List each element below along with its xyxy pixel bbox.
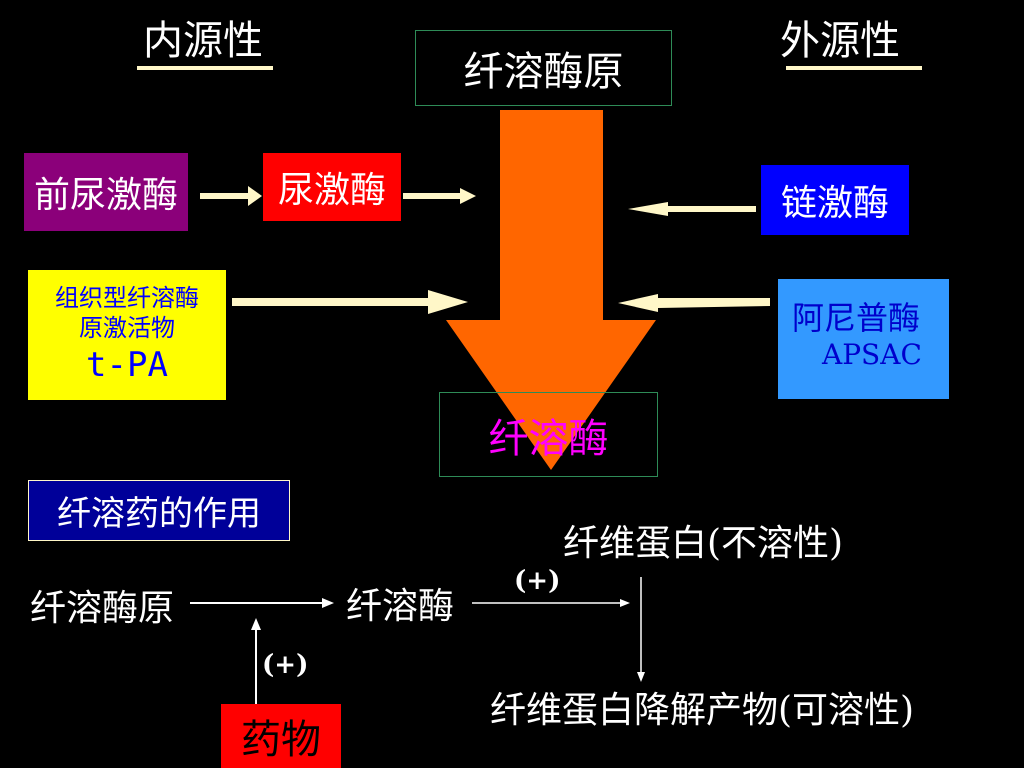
bottom-title-box: 纤溶药的作用	[28, 480, 290, 541]
plasminogen-box: 纤溶酶原	[415, 30, 672, 106]
bottom-plasminogen: 纤溶酶原	[30, 588, 175, 629]
streptokinase-box: 链激酶	[761, 165, 909, 235]
arrow-apsac-to-center	[618, 294, 770, 312]
plasmin-box: 纤溶酶	[439, 392, 658, 477]
streptokinase-label: 链激酶	[780, 183, 889, 224]
tpa-line1: 组织型纤溶酶	[55, 284, 199, 312]
products-label: 纤维蛋白降解产物(可溶性)	[490, 690, 915, 731]
arrow-urokinase-to-center	[403, 188, 476, 204]
plus-left: (+)	[262, 650, 309, 680]
plasminogen-label: 纤溶酶原	[463, 49, 624, 95]
tpa-line2: 原激活物	[79, 314, 175, 342]
apsac-line1: 阿尼普酶	[792, 299, 921, 337]
plus-top: (+)	[514, 566, 561, 596]
arrow-tpa-to-center	[232, 290, 468, 314]
main-orange-arrow	[446, 110, 656, 470]
apsac-box: 阿尼普酶 APSAC	[778, 279, 949, 399]
heading-exogenous: 外源性	[780, 18, 900, 64]
prourokinase-box: 前尿激酶	[24, 153, 188, 231]
heading-endogenous: 内源性	[143, 18, 263, 64]
arrow-streptokinase-to-center	[628, 202, 756, 216]
fibrin-label: 纤维蛋白(不溶性)	[563, 523, 844, 564]
bottom-plasmin: 纤溶酶	[346, 586, 455, 627]
apsac-line2: APSAC	[822, 338, 922, 371]
arrow-prourokinase-to-urokinase	[200, 186, 262, 206]
tpa-line3: t-PA	[86, 345, 168, 385]
prourokinase-label: 前尿激酶	[33, 175, 178, 216]
drug-label: 药物	[241, 717, 321, 763]
drug-box: 药物	[221, 704, 341, 768]
urokinase-box: 尿激酶	[263, 153, 401, 221]
heading-endogenous-underline	[137, 66, 273, 70]
plasmin-label: 纤溶酶	[488, 415, 609, 462]
bottom-title: 纤溶药的作用	[57, 494, 261, 534]
heading-exogenous-underline	[786, 66, 922, 70]
urokinase-label: 尿激酶	[277, 170, 386, 211]
tpa-box: 组织型纤溶酶 原激活物 t-PA	[28, 270, 226, 400]
